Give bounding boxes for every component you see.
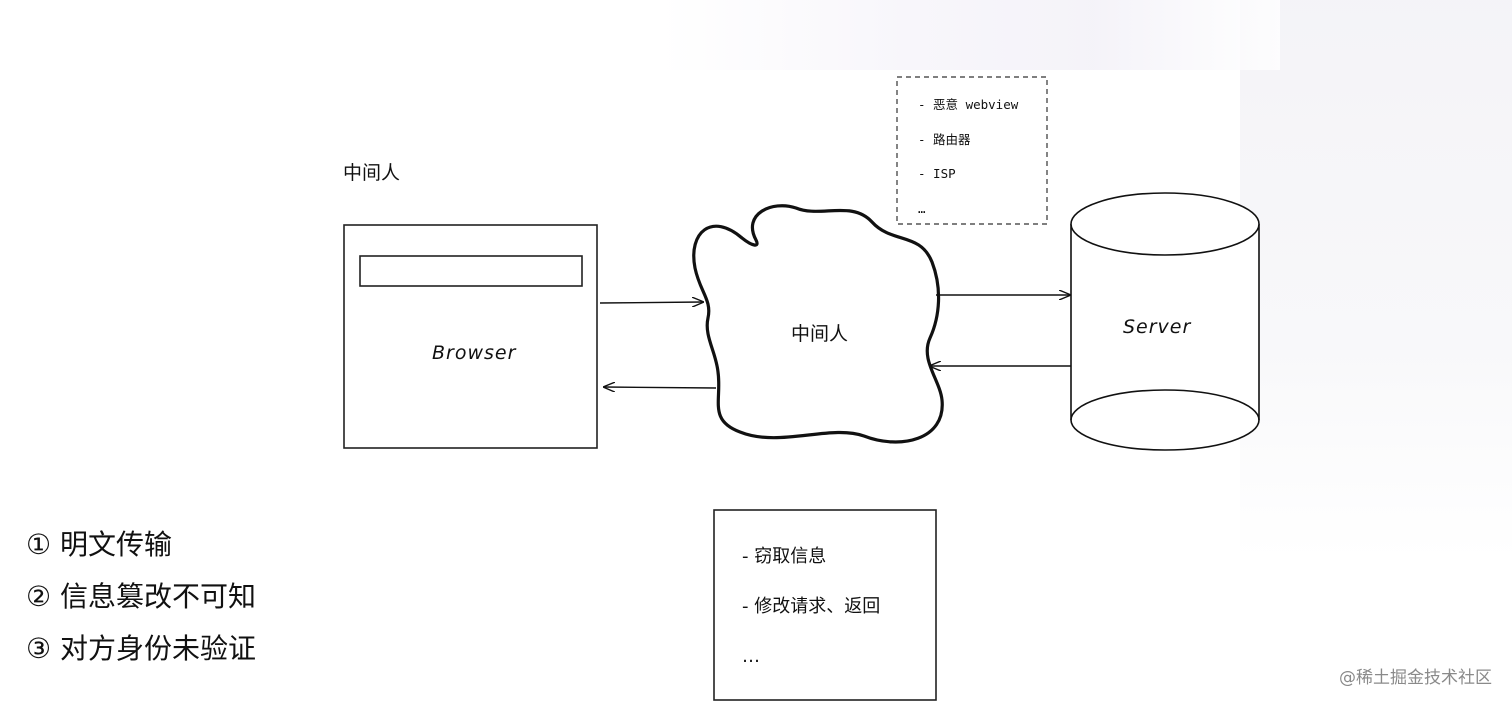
server-cylinder-top [1070, 192, 1260, 256]
list-item: - 窃取信息 [742, 546, 827, 567]
issue-item: ① 明文传输 [26, 528, 173, 561]
mitm-title-label: 中间人 [343, 162, 401, 184]
list-item: … [742, 646, 760, 667]
mitm-cloud-label: 中间人 [791, 323, 849, 345]
watermark: @稀土掘金技术社区 [1339, 668, 1492, 688]
mitm-cloud [692, 204, 944, 444]
background-decoration [1240, 0, 1512, 560]
arrow-mitm-to-browser [604, 387, 717, 388]
http-issues-list: ① 明文传输 ② 信息篡改不可知 ③ 对方身份未验证 [26, 519, 256, 675]
issue-item: ③ 对方身份未验证 [26, 632, 257, 665]
server-label: Server [1123, 316, 1192, 338]
mitm-effects-box [713, 509, 937, 701]
mitm-types-box [896, 76, 1048, 225]
server-cylinder-bottom-rim [1070, 389, 1260, 421]
browser-label: Browser [432, 342, 517, 364]
background-decoration-top [660, 0, 1280, 70]
list-item: - 路由器 [918, 131, 971, 147]
browser-address-bar [359, 255, 583, 287]
mitm-types-list: - 恶意 webview - 路由器 - ISP … [918, 88, 1018, 226]
list-item: - 修改请求、返回 [742, 596, 881, 617]
list-item: - 恶意 webview [918, 97, 1019, 112]
list-item: - ISP [918, 166, 956, 181]
issue-item: ② 信息篡改不可知 [26, 580, 257, 613]
arrow-browser-to-mitm [599, 302, 703, 303]
list-item: … [918, 200, 926, 216]
mitm-effects-list: - 窃取信息 - 修改请求、返回 … [742, 532, 880, 682]
